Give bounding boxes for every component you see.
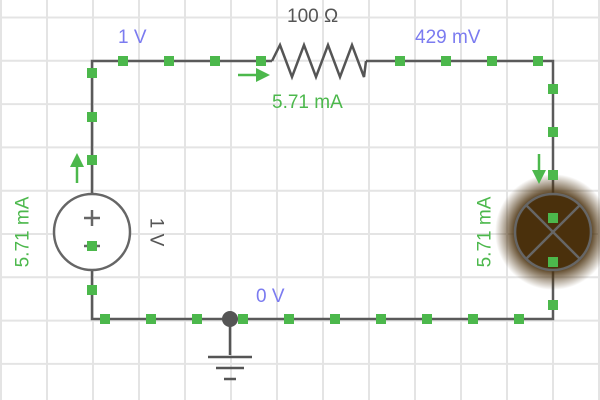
current-dot — [548, 257, 558, 267]
current-dot — [100, 314, 110, 324]
current-dot — [210, 56, 220, 66]
current-arrow-icon — [238, 68, 270, 82]
node-voltage-label: 1 V — [118, 27, 147, 48]
resistor-label: 100 Ω — [287, 6, 339, 27]
current-dot — [118, 56, 128, 66]
lamp[interactable] — [495, 174, 600, 290]
current-dot — [548, 213, 558, 223]
current-dot — [87, 285, 97, 295]
lamp-current-label: 5.71 mA — [474, 196, 496, 268]
current-dots — [87, 56, 558, 324]
current-arrow-icon — [532, 154, 546, 184]
current-dot — [468, 314, 478, 324]
current-dot — [87, 112, 97, 122]
node-voltage-label: 429 mV — [415, 27, 481, 48]
resistor[interactable] — [270, 41, 368, 81]
resistor-current-label: 5.71 mA — [272, 92, 343, 113]
current-dot — [533, 56, 543, 66]
ground-voltage-label: 0 V — [256, 286, 285, 307]
source-current-label: 5.71 mA — [12, 196, 34, 268]
current-dot — [87, 155, 97, 165]
ground[interactable] — [208, 311, 252, 381]
current-dot — [548, 300, 558, 310]
current-dot — [256, 56, 266, 66]
current-dot — [87, 68, 97, 78]
current-dot — [441, 56, 451, 66]
current-dot — [192, 314, 202, 324]
current-dot — [395, 56, 405, 66]
current-arrow-icon — [70, 153, 84, 183]
current-dot — [548, 127, 558, 137]
current-dot — [284, 314, 294, 324]
current-dot — [514, 314, 524, 324]
current-dot — [548, 170, 558, 180]
voltage-source[interactable] — [52, 192, 132, 272]
current-dot — [164, 56, 174, 66]
current-dot — [238, 314, 248, 324]
source-voltage-label: 1 V — [145, 217, 167, 247]
current-dot — [146, 314, 156, 324]
current-dot — [548, 84, 558, 94]
current-dot — [376, 314, 386, 324]
current-dot — [422, 314, 432, 324]
current-dot — [87, 241, 97, 251]
current-dot — [487, 56, 497, 66]
current-dot — [330, 314, 340, 324]
